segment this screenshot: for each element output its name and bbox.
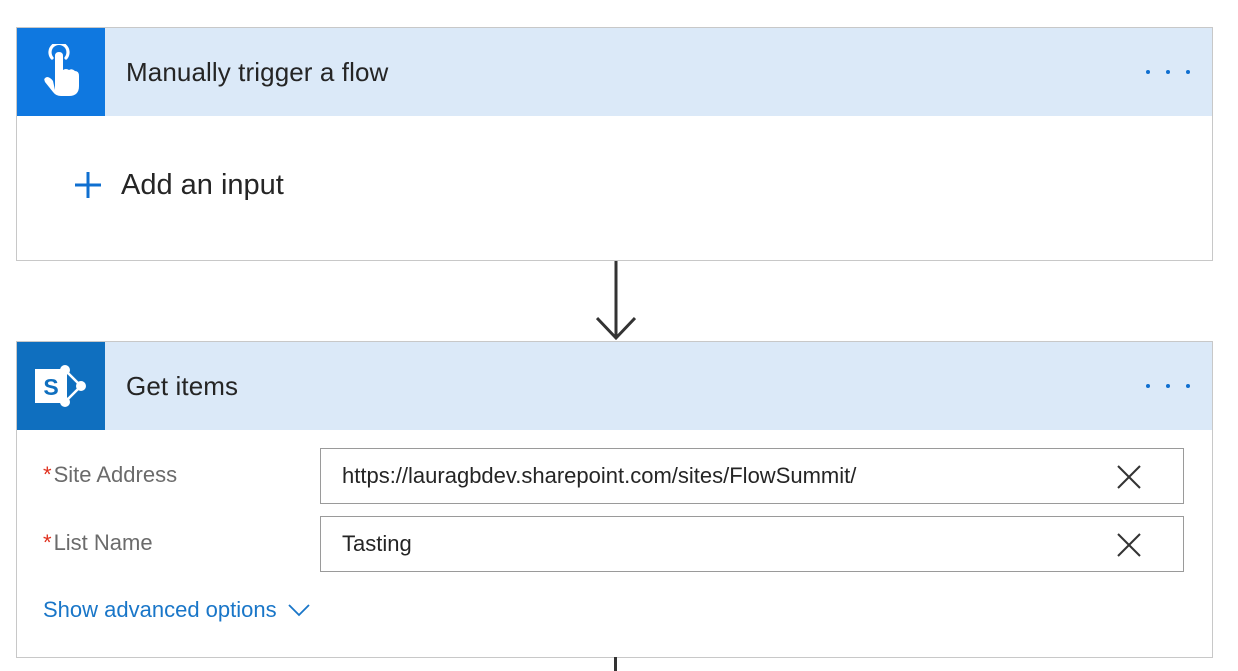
add-input-label: Add an input [121, 168, 284, 201]
show-advanced-options-link[interactable]: Show advanced options [43, 597, 311, 623]
add-input-button[interactable]: Add an input [71, 168, 284, 202]
site-address-label-text: Site Address [53, 462, 178, 487]
plus-icon [71, 168, 105, 202]
dot-icon [1186, 70, 1190, 74]
dot-icon [1146, 384, 1150, 388]
trigger-card-header[interactable]: Manually trigger a flow [17, 28, 1212, 116]
clear-icon[interactable] [1115, 531, 1143, 559]
site-address-value: https://lauragbdev.sharepoint.com/sites/… [342, 463, 857, 488]
dot-icon [1186, 384, 1190, 388]
get-items-more-options-button[interactable] [1146, 372, 1190, 400]
show-advanced-options-label: Show advanced options [43, 597, 277, 622]
get-items-card: S Get items *Site Address https://laurag… [16, 341, 1213, 658]
trigger-card: Manually trigger a flow Add an input [16, 27, 1213, 261]
required-marker: * [43, 530, 52, 555]
svg-text:S: S [43, 374, 58, 400]
sharepoint-icon-tile: S [17, 342, 105, 430]
site-address-row: *Site Address https://lauragbdev.sharepo… [17, 448, 1212, 504]
trigger-icon-tile [17, 28, 105, 116]
dot-icon [1166, 384, 1170, 388]
connector-stem [614, 657, 617, 671]
sharepoint-icon: S [35, 365, 86, 407]
clear-icon[interactable] [1115, 463, 1143, 491]
chevron-down-icon [287, 604, 310, 617]
site-address-label: *Site Address [43, 462, 177, 488]
list-name-value: Tasting [342, 531, 412, 556]
list-name-row: *List Name Tasting [17, 516, 1212, 572]
list-name-label: *List Name [43, 530, 153, 556]
trigger-more-options-button[interactable] [1146, 58, 1190, 86]
arrow-down-icon [596, 261, 636, 341]
touch-hand-icon [44, 44, 79, 96]
dot-icon [1166, 70, 1170, 74]
list-name-label-text: List Name [53, 530, 153, 555]
get-items-card-header[interactable]: S Get items [17, 342, 1212, 430]
required-marker: * [43, 462, 52, 487]
dot-icon [1146, 70, 1150, 74]
list-name-input[interactable]: Tasting [320, 516, 1184, 572]
site-address-input[interactable]: https://lauragbdev.sharepoint.com/sites/… [320, 448, 1184, 504]
get-items-card-title: Get items [126, 370, 239, 401]
trigger-card-title: Manually trigger a flow [126, 56, 389, 87]
